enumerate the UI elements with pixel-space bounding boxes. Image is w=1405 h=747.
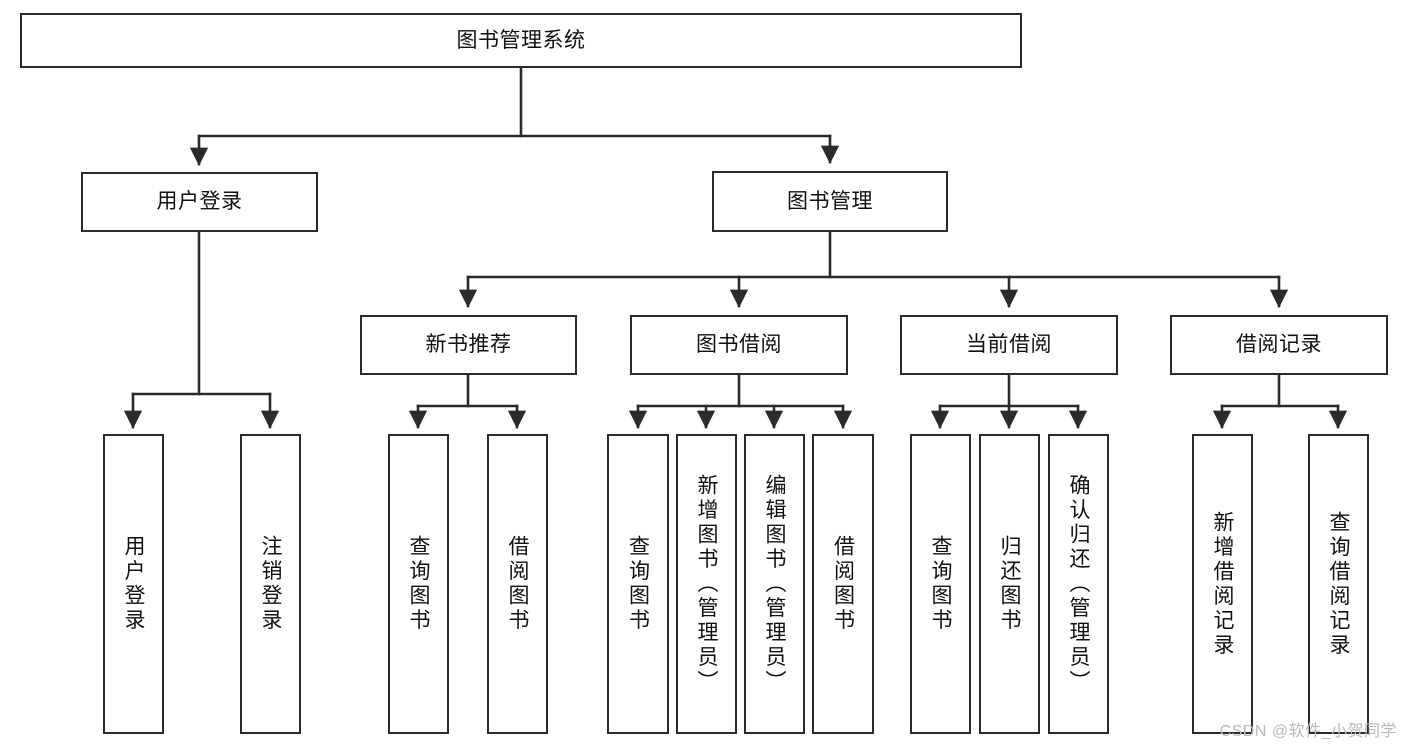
node-leaf-add-book[interactable]: 新增图书（管理员） [676, 434, 737, 734]
node-leaf-add-book-label: 新增图书（管理员） [695, 473, 718, 695]
node-leaf-query-book-1[interactable]: 查询图书 [388, 434, 449, 734]
node-leaf-confirm-return-label: 确认归还（管理员） [1067, 473, 1090, 695]
node-book-manage-label: 图书管理 [787, 189, 873, 213]
node-leaf-logout-label: 注销登录 [259, 535, 282, 633]
node-current-borrow[interactable]: 当前借阅 [900, 315, 1118, 375]
node-current-borrow-label: 当前借阅 [966, 333, 1052, 357]
watermark-text: CSDN @软件_小贺同学 [1219, 723, 1397, 740]
node-book-manage[interactable]: 图书管理 [712, 171, 948, 232]
node-leaf-borrow-book-1[interactable]: 借阅图书 [487, 434, 548, 734]
node-leaf-edit-book[interactable]: 编辑图书（管理员） [744, 434, 805, 734]
node-leaf-confirm-return[interactable]: 确认归还（管理员） [1048, 434, 1109, 734]
node-leaf-query-book-1-label: 查询图书 [407, 535, 430, 633]
node-leaf-user-login-label: 用户登录 [122, 535, 145, 633]
node-leaf-query-book-2[interactable]: 查询图书 [607, 434, 669, 734]
node-root-label: 图书管理系统 [456, 28, 586, 52]
node-leaf-query-record[interactable]: 查询借阅记录 [1308, 434, 1369, 734]
node-leaf-query-book-2-label: 查询图书 [626, 535, 650, 633]
node-leaf-edit-book-label: 编辑图书（管理员） [763, 473, 786, 695]
node-book-borrow[interactable]: 图书借阅 [630, 315, 848, 375]
node-leaf-logout[interactable]: 注销登录 [240, 434, 301, 734]
node-leaf-borrow-book-2[interactable]: 借阅图书 [812, 434, 874, 734]
node-user-login[interactable]: 用户登录 [81, 172, 318, 232]
node-leaf-return-book[interactable]: 归还图书 [979, 434, 1040, 734]
node-book-borrow-label: 图书借阅 [696, 333, 782, 357]
node-new-book-recommend[interactable]: 新书推荐 [360, 315, 577, 375]
node-leaf-query-book-3-label: 查询图书 [929, 535, 952, 633]
node-leaf-user-login[interactable]: 用户登录 [103, 434, 164, 734]
node-leaf-add-record-label: 新增借阅记录 [1211, 510, 1234, 658]
node-leaf-return-book-label: 归还图书 [998, 535, 1021, 633]
node-root[interactable]: 图书管理系统 [20, 13, 1022, 68]
node-leaf-borrow-book-1-label: 借阅图书 [506, 535, 529, 633]
node-borrow-record-label: 借阅记录 [1236, 333, 1322, 357]
node-user-login-label: 用户登录 [156, 190, 243, 214]
node-leaf-add-record[interactable]: 新增借阅记录 [1192, 434, 1253, 734]
node-leaf-query-record-label: 查询借阅记录 [1327, 510, 1350, 658]
node-borrow-record[interactable]: 借阅记录 [1170, 315, 1388, 375]
node-new-book-recommend-label: 新书推荐 [425, 333, 512, 357]
node-leaf-borrow-book-2-label: 借阅图书 [831, 535, 855, 633]
node-leaf-query-book-3[interactable]: 查询图书 [910, 434, 971, 734]
